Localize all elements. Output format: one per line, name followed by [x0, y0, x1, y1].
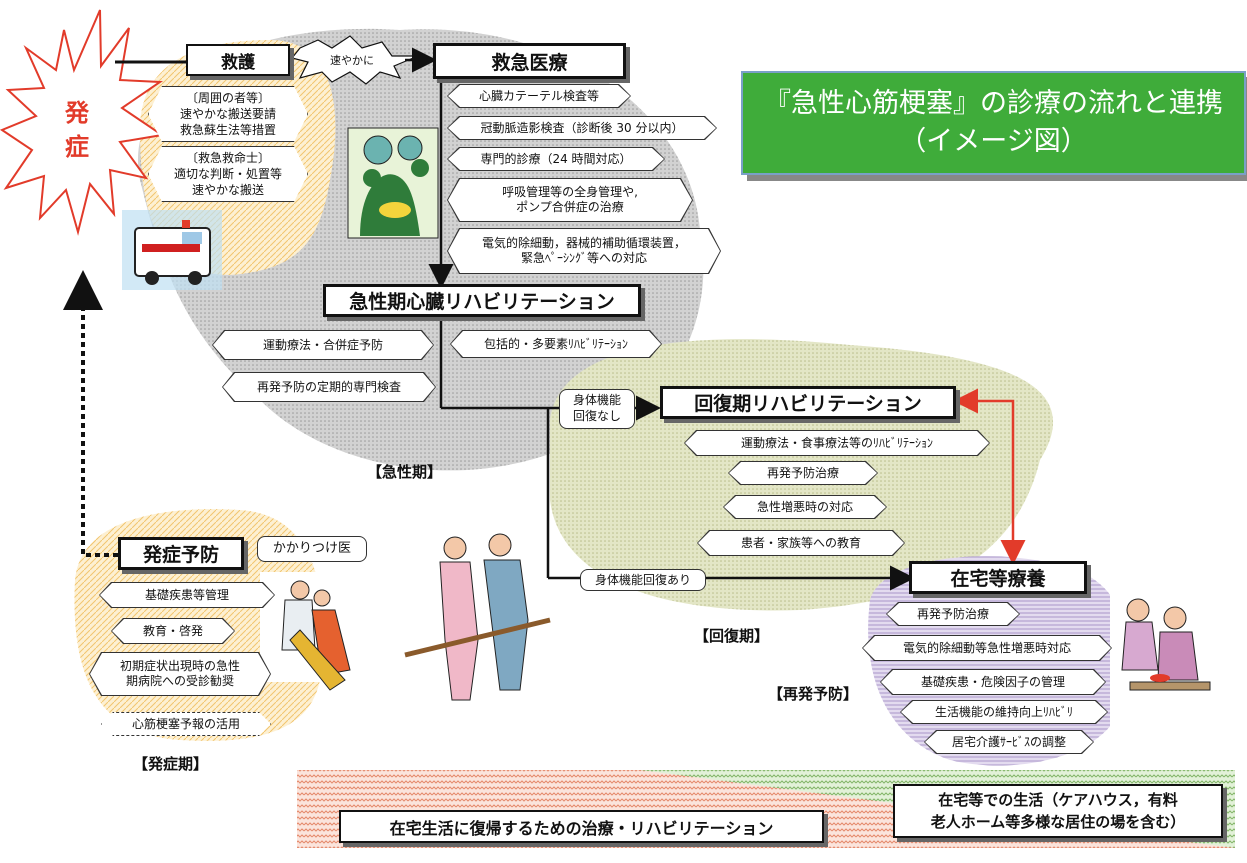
- ambulance-clipart: [122, 210, 222, 290]
- title-line-1: 『急性心筋梗塞』の診療の流れと連携: [764, 88, 1223, 119]
- prevention-box: 発症予防: [118, 537, 244, 570]
- acute-rehab-box: 急性期心臓リハビリテーション: [323, 284, 641, 317]
- prevention-item-consultation: 初期症状出現時の急性 期病院への受診勧奨: [90, 653, 270, 695]
- phase-label-relapse: 【再発予防】: [768, 685, 859, 703]
- onset-char-1: 発: [65, 99, 89, 127]
- rehab-clipart: [404, 533, 551, 701]
- home-item-care-service: 居宅介護ｻｰﾋﾞｽの調整: [925, 731, 1093, 753]
- onset-starburst: [0, 9, 165, 236]
- acute-rehab-item-exercise: 運動療法・合併症予防: [213, 331, 433, 359]
- home-item-defibrillation: 電気的除細動等急性増悪時対応: [863, 636, 1111, 660]
- surgery-clipart: [347, 127, 439, 239]
- emergency-item-respiratory: 呼吸管理等の全身管理や, ポンプ合併症の治療: [448, 179, 692, 221]
- recovery-item-education: 患者・家族等への教育: [698, 531, 904, 555]
- bottom-treatment-box: 在宅生活に復帰するための治療・リハビリテーション: [339, 810, 824, 843]
- rescue-item-bystander: 〔周囲の者等〕 速やかな搬送要請 救急蘇生法等措置: [148, 86, 308, 142]
- bottom-home-life-box: 在宅等での生活（ケアハウス，有料 老人ホーム等多様な居住の場を含む）: [893, 784, 1223, 838]
- prevention-item-disease-mgmt: 基礎疾患等管理: [100, 583, 274, 607]
- acute-rehab-item-checkup: 再発予防の定期的専門検査: [223, 373, 435, 401]
- emergency-item-specialist: 専門的診療（24 時間対応）: [448, 148, 664, 170]
- rescue-box: 救護: [186, 44, 290, 76]
- home-item-prevention: 再発予防治療: [887, 603, 1019, 625]
- diagram-title: 『急性心筋梗塞』の診療の流れと連携 （イメージ図）: [741, 71, 1246, 175]
- emergency-item-defibrillation: 電気的除細動，器械的補助循環装置， 緊急ﾍﾟｰｼﾝｸﾞ等への対応: [448, 229, 720, 273]
- emergency-item-catheter: 心臓カテーテル検査等: [448, 85, 630, 107]
- home-item-function: 生活機能の維持向上ﾘﾊﾋﾞﾘ: [901, 701, 1107, 723]
- recovery-rehab-box: 回復期リハビリテーション: [660, 386, 956, 419]
- emergency-item-angiography: 冠動脈造影検査（診断後 30 分以内）: [448, 117, 716, 139]
- onset-char-2: 症: [65, 133, 89, 161]
- recovery-item-prevention: 再発予防治療: [729, 462, 877, 484]
- home-life-line-2: 老人ホーム等多様な居住の場を含む）: [930, 813, 1186, 831]
- phase-label-onset: 【発症期】: [133, 755, 209, 773]
- home-item-risk-factors: 基礎疾患・危険因子の管理: [881, 670, 1105, 694]
- recovery-item-exacerbation: 急性増悪時の対応: [724, 496, 886, 518]
- prevention-item-education: 教育・啓発: [112, 619, 234, 643]
- phase-label-recovery: 【回復期】: [694, 627, 770, 645]
- family-doctor-note: かかりつけ医: [257, 536, 367, 562]
- home-life-line-1: 在宅等での生活（ケアハウス，有料: [938, 791, 1178, 809]
- title-line-2: （イメージ図）: [899, 126, 1088, 157]
- doctor-patient-clipart: [260, 572, 370, 691]
- home-care-box: 在宅等療養: [909, 561, 1087, 594]
- prevention-item-forecast: 心筋梗塞予報の活用: [101, 712, 271, 736]
- recovery-item-therapy: 運動療法・食事療法等のﾘﾊﾋﾞﾘﾃｰｼｮﾝ: [685, 431, 989, 455]
- rescue-item-paramedic: 〔救急救命士〕 適切な判断・処置等 速やかな搬送: [148, 146, 308, 202]
- speed-burst: [290, 35, 419, 85]
- phase-label-acute: 【急性期】: [367, 463, 443, 481]
- onset-label: 発 症: [55, 96, 99, 164]
- no-recovery-note: 身体機能 回復なし: [559, 389, 635, 429]
- home-care-clipart: [1110, 590, 1240, 750]
- recovery-note: 身体機能回復あり: [580, 569, 706, 591]
- speed-label: 速やかに: [330, 54, 374, 67]
- emergency-care-box: 救急医療: [433, 43, 626, 79]
- acute-rehab-item-comprehensive: 包括的・多要素ﾘﾊﾋﾞﾘﾃｰｼｮﾝ: [451, 331, 661, 357]
